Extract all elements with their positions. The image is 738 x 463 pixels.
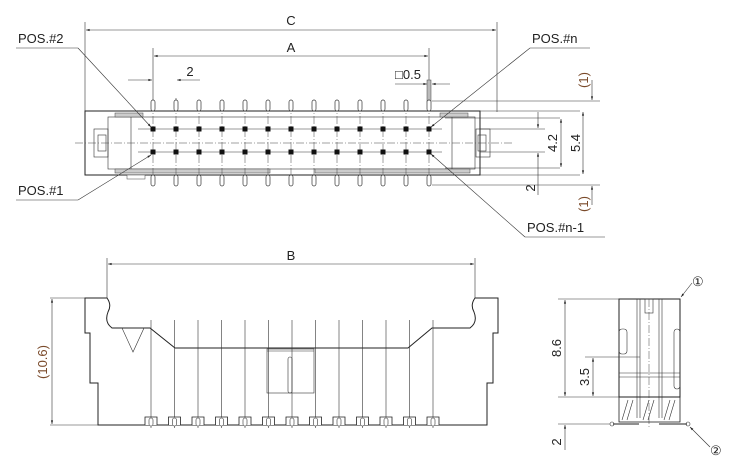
side-housing-outline	[618, 298, 681, 398]
dim-b-label: B	[287, 248, 296, 263]
pin-bottom-tail	[196, 174, 202, 187]
front-pin-tip	[219, 417, 224, 427]
pin-top-tail	[173, 99, 179, 112]
pin-contact-row-1	[219, 149, 225, 155]
pin-contact-row-2	[426, 126, 432, 132]
front-pin-tip	[407, 417, 412, 427]
dim-side-pin-height-label: 3.5	[577, 368, 592, 386]
front-pin-tip	[430, 417, 436, 427]
pin-contact-row-1	[265, 149, 271, 155]
front-pin-tip	[383, 417, 389, 427]
pin-contact-row-1	[380, 149, 386, 155]
top-view: C A 2 □0.5	[16, 13, 605, 238]
pin-top-tail	[196, 99, 202, 112]
front-pin-tip	[266, 417, 271, 427]
front-pin-tip	[148, 417, 154, 427]
pin-contact-row-1	[403, 149, 409, 155]
label-posn-1: POS.#n-1	[527, 220, 584, 235]
front-pin-tip	[336, 417, 342, 427]
front-pin-tip	[172, 417, 177, 427]
pin-contact-row-2	[380, 126, 386, 132]
pin-bottom-tail	[311, 174, 317, 187]
front-pin-tip	[313, 417, 318, 427]
pin-top-tail	[334, 99, 340, 112]
front-view: B (10.6)	[35, 248, 499, 428]
front-pin-tip	[242, 417, 248, 427]
front-pin-tip	[195, 417, 201, 427]
pin-contact-row-1	[334, 149, 340, 155]
pin-top-tail	[311, 99, 317, 112]
pin-top-tail	[150, 99, 156, 112]
dim-c-label: C	[286, 13, 295, 28]
pin-bottom-tail	[173, 174, 179, 187]
pin-top-tail	[288, 99, 294, 112]
pin-contact-row-1	[242, 149, 248, 155]
dim-side-tail-label: 2	[549, 438, 564, 445]
callout-2: ②	[710, 443, 722, 458]
callout-1: ①	[692, 274, 704, 289]
pin-contact-row-1	[288, 149, 294, 155]
label-posn: POS.#n	[532, 31, 578, 46]
pin-contact-row-2	[242, 126, 248, 132]
pin-bottom-tail	[265, 174, 271, 187]
label-pos1: POS.#1	[18, 183, 64, 198]
pin-top-tail	[357, 99, 363, 112]
dim-side-height-label: 8.6	[549, 339, 564, 357]
front-pin-tip	[360, 417, 365, 427]
pin-contact-row-1	[196, 149, 202, 155]
pin-bottom-tail	[334, 174, 340, 187]
dim-pin-ext-top-label: (1)	[576, 72, 591, 88]
pin-top-tail	[242, 99, 248, 112]
pin-contact-row-1	[357, 149, 363, 155]
pin-bottom-tail	[150, 174, 156, 187]
pin-bottom-tail	[403, 174, 409, 187]
pin-contact-row-2	[403, 126, 409, 132]
dim-pin-ext-bottom-label: (1)	[576, 196, 591, 212]
pin-bottom-tail	[288, 174, 294, 187]
dim-row-span-label: 4.2	[545, 134, 560, 152]
pin-top-tail	[219, 99, 225, 112]
pin-contact-row-1	[173, 149, 179, 155]
dim-body-depth-label: 5.4	[568, 134, 583, 152]
pin-contact-row-2	[311, 126, 317, 132]
dim-pitch-label: 2	[186, 64, 193, 79]
pin-top-tail	[265, 99, 271, 112]
pin-contact-row-2	[265, 126, 271, 132]
label-pos2: POS.#2	[18, 31, 64, 46]
pin-top-tail	[403, 99, 409, 112]
pin-contact-row-2	[150, 126, 156, 132]
pin-contact-row-2	[173, 126, 179, 132]
pin-bottom-tail	[219, 174, 225, 187]
pin-bottom-tail	[357, 174, 363, 187]
side-view: 8.6 3.5 2 ① ②	[549, 274, 722, 458]
pin-contact-row-2	[334, 126, 340, 132]
pin-contact-row-1	[150, 149, 156, 155]
pin-contact-row-2	[357, 126, 363, 132]
pin-bottom-tail	[242, 174, 248, 187]
top-view-pins	[150, 99, 432, 187]
front-pin-tip	[289, 417, 295, 427]
pin-contact-row-2	[288, 126, 294, 132]
dim-a-label: A	[287, 40, 296, 55]
front-view-pins	[144, 320, 440, 428]
dim-pin-square-label: □0.5	[395, 67, 421, 82]
pin-contact-row-1	[426, 149, 432, 155]
dim-row-pitch-label: 2	[523, 184, 538, 191]
front-housing-outline	[84, 297, 499, 426]
pin-top-tail	[426, 99, 432, 112]
pin-top-tail	[380, 99, 386, 112]
pin-bottom-tail	[426, 174, 432, 187]
pin-contact-row-1	[311, 149, 317, 155]
pin-contact-row-2	[196, 126, 202, 132]
pin-contact-row-2	[219, 126, 225, 132]
dim-front-height-label: (10.6)	[35, 345, 50, 379]
pin-bottom-tail	[380, 174, 386, 187]
